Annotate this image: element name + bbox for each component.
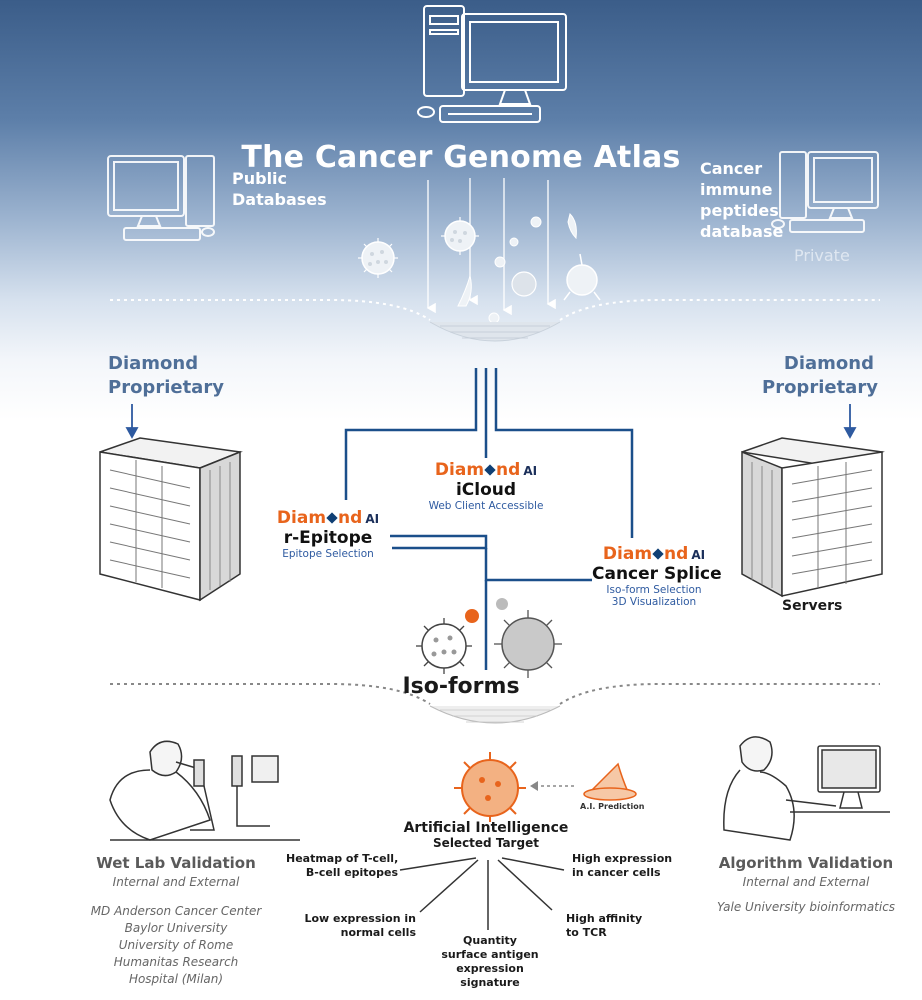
- diamond-proprietary-left: Diamond Proprietary: [108, 353, 224, 398]
- wizard-hat-icon: [583, 762, 637, 801]
- servers-label: Servers: [782, 598, 843, 614]
- module-subtitle: Epitope Selection: [282, 548, 374, 560]
- isoform-virus-3d-icon: [494, 610, 562, 678]
- small-particle-icon: [494, 256, 506, 268]
- virus-icon: [358, 238, 398, 278]
- ai-target-title: Artificial Intelligence: [403, 820, 569, 836]
- small-particle-icon: [488, 312, 500, 324]
- virus-icon: [511, 271, 537, 297]
- module-name: r-Epitope: [283, 528, 373, 548]
- feature-high-expression: High expression in cancer cells: [572, 852, 673, 879]
- small-particle-icon: [509, 237, 519, 247]
- central-computer-icon: [417, 5, 567, 123]
- diamond-proprietary-right: Diamond Proprietary: [762, 353, 878, 398]
- feature-heatmap: Heatmap of T-cell, B-cell epitopes: [286, 852, 399, 879]
- ai-prediction-label: A.I. Prediction: [580, 802, 645, 811]
- orange-particle-icon: [465, 609, 479, 623]
- bacteria-icon: [567, 213, 577, 240]
- funnel-divider-upper: [110, 299, 880, 342]
- diamond-icon: [652, 548, 664, 560]
- feature-quantity: Quantity surface antigen expression sign…: [441, 934, 539, 989]
- module-subtitle: Iso-form Selection 3D Visualization: [606, 584, 702, 608]
- small-particle-icon: [530, 216, 542, 228]
- ai-target-cell-icon: [454, 752, 526, 822]
- server-rack-icon: [741, 437, 885, 598]
- private-db-computer-icon: [771, 151, 879, 233]
- analyst-computer-icon: [723, 736, 890, 841]
- module-connectors: [344, 368, 634, 670]
- bacteria-icon: [457, 274, 472, 307]
- wet-lab-title: Wet Lab Validation: [96, 854, 256, 872]
- isoform-virus-icon: [416, 618, 472, 674]
- prediction-arrow: [530, 781, 574, 791]
- wet-lab-partners: MD Anderson Cancer Center Baylor Univers…: [90, 904, 262, 986]
- phage-icon: [563, 253, 601, 301]
- cancer-immune-db-label: Cancer immune peptides database: [700, 159, 784, 241]
- grey-particle-icon: [496, 598, 508, 610]
- diamond-icon: [326, 512, 338, 524]
- isoforms-label: Iso-forms: [402, 674, 520, 699]
- algorithm-validation-block: Algorithm Validation Internal and Extern…: [696, 854, 916, 916]
- feature-spokes: [399, 857, 565, 930]
- module-name: Cancer Splice: [592, 564, 722, 584]
- page-title: The Cancer Genome Atlas: [241, 140, 681, 175]
- virus-icon: [441, 217, 479, 255]
- private-tag: Private: [794, 246, 850, 265]
- server-rack-icon: [99, 437, 243, 602]
- feature-low-expression: Low expression in normal cells: [304, 912, 416, 939]
- ai-target-block: Artificial Intelligence Selected Target: [386, 820, 586, 850]
- algorithm-title: Algorithm Validation: [718, 854, 894, 872]
- module-name: iCloud: [455, 480, 517, 500]
- algorithm-partner: Yale University bioinformatics: [716, 900, 896, 914]
- funnel-divider-lower: [110, 683, 880, 724]
- module-subtitle: Web Client Accessible: [428, 500, 544, 512]
- public-databases-label: Public Databases: [232, 169, 327, 209]
- wet-lab-block: Wet Lab Validation Internal and External…: [56, 854, 296, 988]
- feature-high-affinity: High affinity to TCR: [566, 912, 643, 939]
- ai-target-subtitle: Selected Target: [433, 836, 539, 850]
- scientist-microscope-icon: [109, 740, 300, 841]
- wet-lab-subtitle: Internal and External: [112, 875, 240, 889]
- algorithm-subtitle: Internal and External: [742, 875, 870, 889]
- public-db-computer-icon: [107, 155, 215, 241]
- diamond-icon: [484, 464, 496, 476]
